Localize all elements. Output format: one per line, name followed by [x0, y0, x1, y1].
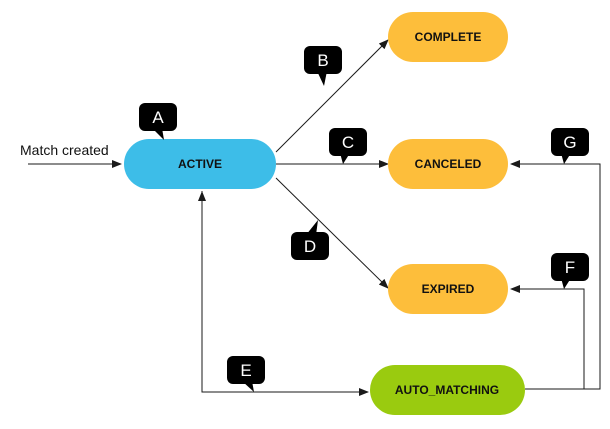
edge-auto-matching-to-expired [510, 285, 585, 390]
callout-d-tail [306, 220, 318, 235]
callout-f-letter: F [565, 258, 575, 277]
edge-active-to-complete [275, 39, 389, 153]
callout-g-tail [561, 153, 571, 164]
state-auto-matching-label: AUTO_MATCHING [395, 383, 499, 397]
callout-b-tail [317, 71, 327, 86]
callout-d: D [291, 220, 329, 260]
callout-f-box [551, 253, 589, 281]
callout-g-box [551, 128, 589, 156]
callout-g-letter: G [563, 133, 576, 152]
callout-c-box [329, 128, 367, 156]
callout-e-box [227, 356, 265, 384]
state-active-shape [124, 139, 276, 189]
edge-auto-matching-to-canceled [510, 160, 601, 390]
edge-active-to-auto-matching [201, 191, 369, 396]
callout-b-letter: B [317, 51, 328, 70]
callout-a-letter: A [152, 108, 164, 127]
callout-a: A [139, 103, 177, 140]
callout-g: G [551, 128, 589, 164]
callout-c-tail [340, 153, 350, 164]
callout-f: F [551, 253, 589, 289]
callout-b: B [304, 46, 342, 86]
callout-e-tail [242, 381, 254, 392]
callout-e: E [227, 356, 265, 392]
state-auto-matching-shape [370, 365, 525, 415]
callout-f-tail [561, 278, 571, 289]
callout-a-tail [152, 128, 164, 140]
state-auto-matching: AUTO_MATCHING [370, 365, 525, 415]
state-expired-label: EXPIRED [422, 282, 475, 296]
callout-a-box [139, 103, 177, 131]
state-complete-shape [388, 12, 508, 62]
callout-e-letter: E [240, 361, 251, 380]
state-expired-shape [388, 264, 508, 314]
state-complete-label: COMPLETE [415, 30, 482, 44]
state-canceled-shape [388, 139, 508, 189]
callout-c: C [329, 128, 367, 164]
state-complete: COMPLETE [388, 12, 508, 62]
edge-active-to-expired [275, 177, 389, 289]
entry-label: Match created [20, 142, 109, 158]
callout-c-letter: C [342, 133, 354, 152]
callout-d-letter: D [304, 237, 316, 256]
callout-d-box [291, 232, 329, 260]
state-expired: EXPIRED [388, 264, 508, 314]
state-active: ACTIVE [124, 139, 276, 189]
callout-b-box [304, 46, 342, 74]
state-active-label: ACTIVE [178, 157, 222, 171]
state-canceled-label: CANCELED [415, 157, 482, 171]
state-canceled: CANCELED [388, 139, 508, 189]
